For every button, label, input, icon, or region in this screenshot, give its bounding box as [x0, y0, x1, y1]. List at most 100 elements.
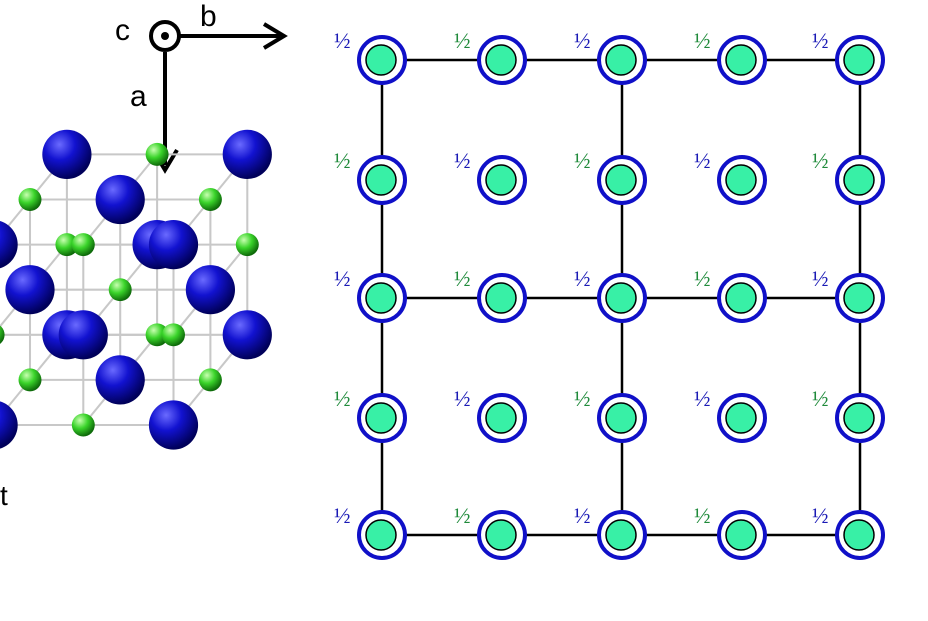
grid-site: ½: [694, 148, 767, 205]
grid-site: ½: [812, 503, 885, 560]
green-atom: [365, 282, 397, 314]
axis-b-arrowhead-icon: [262, 22, 288, 50]
grid-site: ½: [574, 266, 647, 323]
grid-site: ½: [334, 28, 407, 85]
blue-fraction-label: ½: [334, 503, 351, 528]
grid-site: ½: [454, 386, 527, 443]
green-atom: [485, 282, 517, 314]
green-atom: [725, 164, 757, 196]
green-atom: [365, 402, 397, 434]
blue-sphere: [5, 265, 55, 315]
blue-sphere: [222, 310, 272, 360]
corner-label: t: [0, 480, 8, 511]
green-fraction-label: ½: [574, 386, 591, 411]
blue-fraction-label: ½: [454, 386, 471, 411]
axis-a-label: a: [130, 80, 147, 113]
blue-sphere: [42, 129, 92, 179]
green-atom: [843, 44, 875, 76]
green-fraction-label: ½: [694, 503, 711, 528]
grid-site: ½: [694, 386, 767, 443]
green-sphere: [71, 413, 95, 437]
blue-fraction-label: ½: [574, 266, 591, 291]
green-fraction-label: ½: [574, 148, 591, 173]
blue-fraction-label: ½: [334, 266, 351, 291]
blue-fraction-label: ½: [454, 148, 471, 173]
green-fraction-label: ½: [334, 386, 351, 411]
blue-fraction-label: ½: [334, 28, 351, 53]
blue-fraction-label: ½: [812, 28, 829, 53]
blue-fraction-label: ½: [574, 503, 591, 528]
blue-fraction-label: ½: [574, 28, 591, 53]
blue-fraction-label: ½: [694, 386, 711, 411]
grid-site: ½: [454, 148, 527, 205]
axis-b-label: b: [200, 0, 217, 33]
grid-site: ½: [694, 503, 767, 560]
green-sphere: [145, 323, 169, 347]
grid-site: ½: [334, 266, 407, 323]
green-sphere: [71, 233, 95, 257]
blue-sphere: [148, 400, 199, 450]
green-atom: [843, 402, 875, 434]
grid-site: ½: [812, 148, 885, 205]
grid-site: ½: [454, 266, 527, 323]
blue-sphere: [148, 220, 199, 270]
green-sphere: [235, 233, 259, 257]
green-atom: [843, 282, 875, 314]
green-atom: [365, 519, 397, 551]
green-fraction-label: ½: [694, 266, 711, 291]
green-atom: [725, 402, 757, 434]
blue-sphere: [95, 355, 145, 405]
grid-site: ½: [334, 148, 407, 205]
grid-site: ½: [812, 386, 885, 443]
green-sphere: [198, 368, 222, 392]
green-sphere: [108, 278, 132, 302]
green-atom: [725, 282, 757, 314]
green-atom: [725, 44, 757, 76]
green-fraction-label: ½: [334, 148, 351, 173]
axis-c-dot-icon: [161, 32, 169, 40]
green-sphere: [55, 233, 79, 257]
green-atom: [365, 44, 397, 76]
grid-site: ½: [574, 386, 647, 443]
green-sphere: [145, 142, 169, 166]
grid-site: ½: [574, 148, 647, 205]
green-atom: [485, 519, 517, 551]
green-atom: [605, 282, 637, 314]
grid-site: ½: [812, 28, 885, 85]
blue-sphere: [222, 129, 272, 179]
green-fraction-label: ½: [454, 503, 471, 528]
green-atom: [605, 519, 637, 551]
green-atom: [485, 44, 517, 76]
blue-fraction-label: ½: [694, 148, 711, 173]
blue-sphere: [0, 401, 18, 449]
blue-sphere: [95, 174, 145, 225]
grid-site: ½: [574, 503, 647, 560]
blue-fraction-label: ½: [812, 266, 829, 291]
axis-c-label: c: [115, 14, 130, 47]
unit-cell-3d-illustration: [0, 129, 272, 450]
green-sphere: [162, 323, 185, 347]
green-sphere: [18, 368, 42, 392]
grid-site: ½: [574, 28, 647, 85]
grid-site: ½: [694, 266, 767, 323]
green-atom: [485, 164, 517, 196]
green-atom: [605, 44, 637, 76]
grid-site: ½: [694, 28, 767, 85]
green-sphere: [18, 188, 42, 211]
green-atom: [605, 402, 637, 434]
green-fraction-label: ½: [812, 148, 829, 173]
grid-site: ½: [334, 503, 407, 560]
projection-grid: ½ ½ ½ ½ ½ ½ ½ ½ ½ ½ ½ ½ ½ ½ ½ ½ ½ ½ ½ ½ ½ ½ ½ ½ ½: [334, 28, 885, 560]
green-atom: [365, 164, 397, 196]
grid-site: ½: [334, 386, 407, 443]
green-fraction-label: ½: [694, 28, 711, 53]
green-fraction-label: ½: [454, 28, 471, 53]
green-atom: [725, 519, 757, 551]
green-fraction-label: ½: [812, 386, 829, 411]
grid-site: ½: [812, 266, 885, 323]
blue-fraction-label: ½: [812, 503, 829, 528]
green-atom: [843, 164, 875, 196]
blue-sphere: [185, 265, 235, 315]
blue-sphere: [58, 310, 108, 360]
green-atom: [843, 519, 875, 551]
